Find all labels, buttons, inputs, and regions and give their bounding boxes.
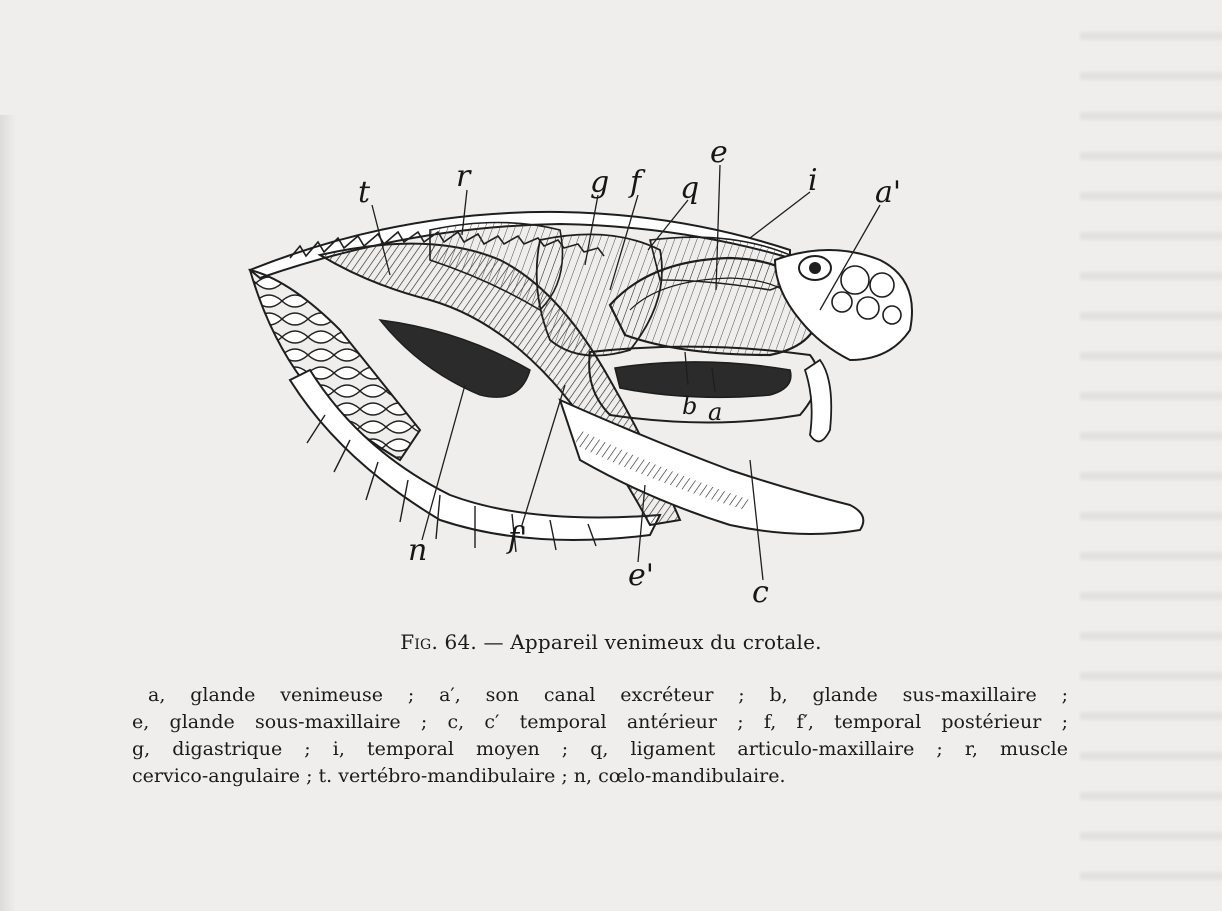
label-e: e — [710, 135, 728, 170]
label-n: n — [408, 533, 427, 568]
legend-line: cervico-angulaire ; t. vertébro-mandibul… — [132, 763, 1068, 790]
rattlesnake-head-engraving: t r g f q e i a' b a n f' e' c — [230, 130, 920, 605]
label-a: a — [708, 398, 722, 426]
label-g: g — [590, 165, 609, 200]
label-t: t — [358, 175, 371, 210]
legend-line: e, glande sous-maxillaire ; c, c′ tempor… — [132, 709, 1068, 736]
figure-number: Fig. 64. — [400, 630, 477, 654]
legend-line: g, digastrique ; i, temporal moyen ; q, … — [132, 736, 1068, 763]
figure-caption: Fig. 64. — Appareil venimeux du crotale. — [0, 630, 1222, 654]
show-through-text — [1080, 0, 1222, 911]
fang — [805, 360, 831, 441]
label-f: f — [628, 165, 646, 200]
legend-line: a, glande venimeuse ; a′, son canal excr… — [132, 682, 1068, 709]
label-a-prime: a' — [875, 175, 901, 210]
anatomical-illustration: t r g f q e i a' b a n f' e' c — [230, 130, 920, 605]
label-b: b — [682, 392, 697, 420]
eye-icon — [799, 256, 831, 280]
label-f-prime: f' — [506, 521, 527, 556]
figure-title: — Appareil venimeux du crotale. — [484, 630, 822, 654]
label-c: c — [752, 575, 769, 605]
label-i: i — [808, 163, 818, 198]
page-edge-shadow — [0, 115, 16, 911]
label-e-prime: e' — [628, 558, 654, 593]
label-q: q — [680, 171, 699, 206]
figure-legend: a, glande venimeuse ; a′, son canal excr… — [132, 682, 1068, 790]
label-r: r — [456, 159, 472, 194]
supramaxillary-gland — [615, 362, 791, 397]
